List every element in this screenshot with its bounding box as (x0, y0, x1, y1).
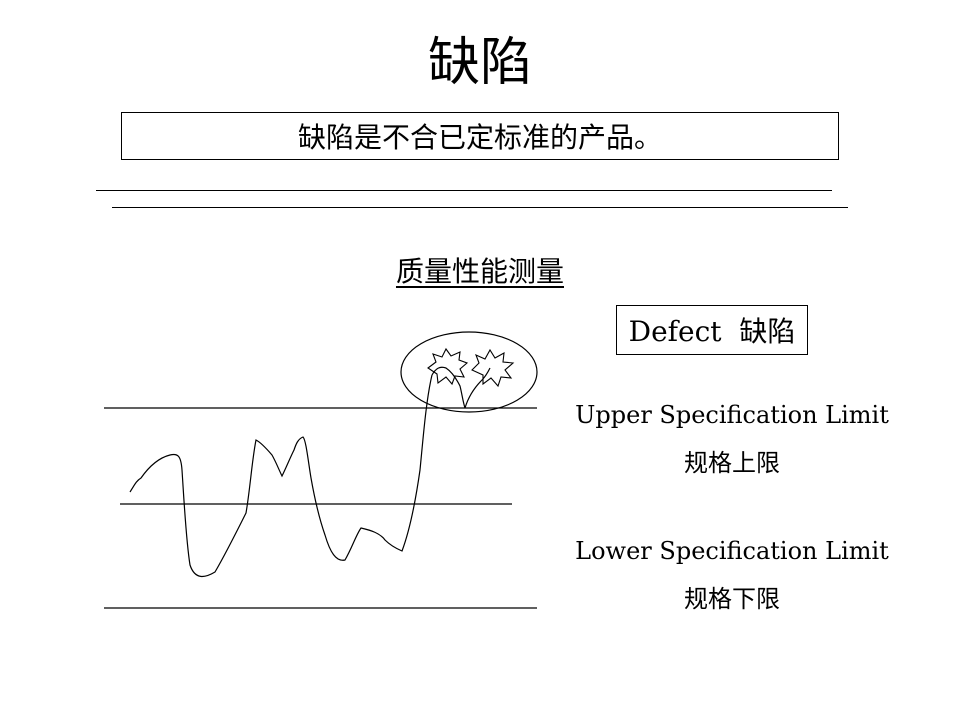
definition-text: 缺陷是不合已定标准的产品。 (297, 121, 662, 154)
burst-icon (471, 348, 515, 388)
usl-label-en: Upper Specification Limit (575, 401, 889, 429)
divider-line-1 (96, 190, 832, 191)
slide-title: 缺陷 (427, 33, 532, 93)
defect-region-ellipse (400, 331, 538, 413)
divider-line-2 (112, 207, 848, 208)
usl-label-cn: 规格上限 (684, 449, 780, 477)
burst-icon (427, 347, 469, 386)
lsl-label-en: Lower Specification Limit (575, 537, 889, 565)
defect-label-text: Defect 缺陷 (628, 315, 796, 348)
section-subtitle: 质量性能测量 (0, 252, 960, 292)
defect-label-box: Defect 缺陷 (616, 305, 808, 355)
performance-curve (129, 374, 433, 577)
definition-box: 缺陷是不合已定标准的产品。 (121, 112, 839, 160)
lsl-label-cn: 规格下限 (684, 585, 780, 613)
subtitle-text: 质量性能测量 (395, 255, 564, 288)
curve-peak-tail (464, 367, 491, 409)
curve-peak (431, 366, 466, 409)
